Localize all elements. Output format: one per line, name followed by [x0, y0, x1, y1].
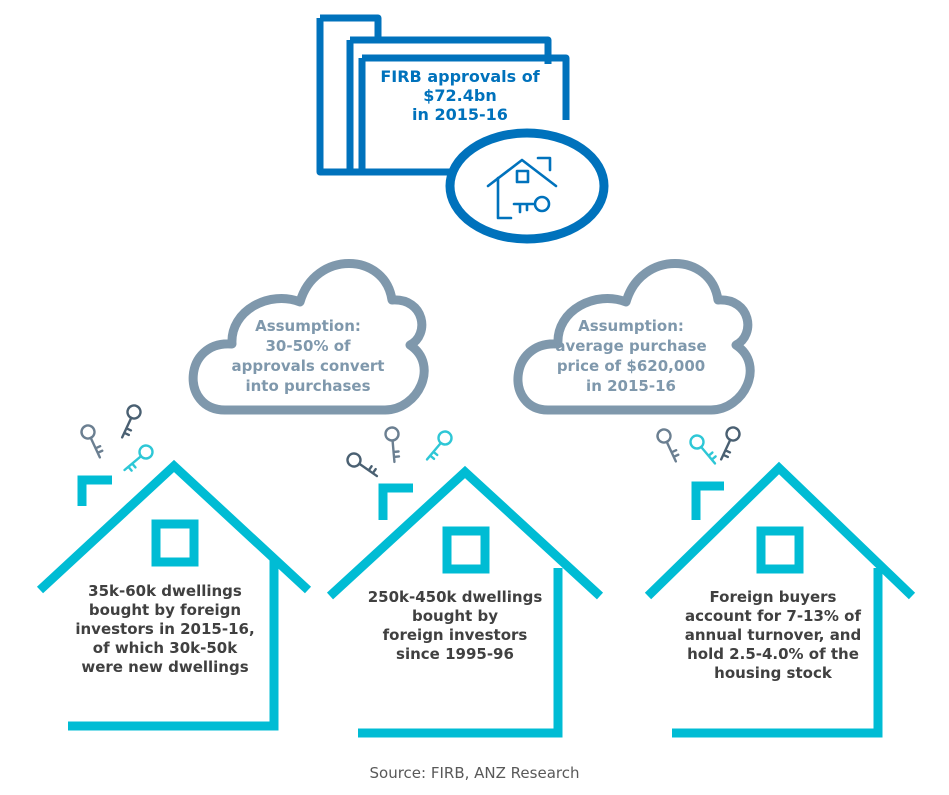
keys-middle	[343, 425, 456, 483]
house-right	[644, 461, 916, 738]
keys-right	[654, 424, 743, 469]
firb-line-1: FIRB approvals of	[380, 67, 540, 86]
house-left	[36, 459, 312, 731]
assumption-price-text: Assumption: average purchase price of $6…	[534, 316, 728, 396]
house-right-line-5: housing stock	[714, 664, 832, 682]
house-right-line-4: hold 2.5-4.0% of the	[687, 645, 859, 663]
house-left-line-5: were new dwellings	[81, 658, 249, 676]
key-icon	[115, 402, 144, 442]
cloud-left-line-4: into purchases	[245, 377, 371, 395]
cloud-right-line-3: price of $620,000	[556, 357, 706, 375]
key-icon	[420, 427, 456, 465]
key-icon	[119, 441, 157, 477]
house-right-line-3: annual turnover, and	[684, 626, 862, 644]
cloud-left-line-1: Assumption:	[255, 317, 361, 335]
assumption-conversion-text: Assumption: 30-50% of approvals convert …	[208, 316, 408, 396]
house-right-text: Foreign buyers account for 7-13% of annu…	[662, 588, 884, 683]
house-middle-line-3: foreign investors	[382, 626, 528, 644]
house-middle-line-4: since 1995-96	[396, 645, 514, 663]
cloud-right	[513, 259, 755, 415]
house-key-icon	[486, 156, 558, 220]
house-middle	[326, 465, 604, 738]
keys-left	[78, 402, 157, 477]
house-left-line-3: investors in 2015-16,	[75, 620, 255, 638]
cloud-right-line-4: in 2015-16	[586, 377, 676, 395]
house-middle-line-1: 250k-450k dwellings	[367, 588, 543, 606]
house-left-line-1: 35k-60k dwellings	[88, 582, 242, 600]
house-key-circle	[445, 128, 609, 244]
house-right-line-1: Foreign buyers	[709, 588, 837, 606]
firb-line-2: $72.4bn	[423, 86, 497, 105]
cloud-left-line-2: 30-50% of	[265, 337, 351, 355]
key-icon	[78, 422, 107, 462]
source-caption: Source: FIRB, ANZ Research	[369, 764, 580, 782]
cloud-left-line-3: approvals convert	[231, 357, 385, 375]
key-icon	[343, 449, 382, 483]
firb-line-3: in 2015-16	[412, 105, 508, 124]
cloud-right-line-1: Assumption:	[578, 317, 684, 335]
key-icon	[686, 431, 722, 469]
house-middle-text: 250k-450k dwellings bought by foreign in…	[350, 588, 560, 664]
firb-approvals-text: FIRB approvals of $72.4bn in 2015-16	[360, 67, 560, 124]
house-right-line-2: account for 7-13% of	[684, 607, 862, 625]
key-icon	[383, 425, 403, 464]
key-icon	[654, 426, 683, 466]
folder-graphic	[316, 14, 570, 176]
cloud-right-line-2: average purchase	[555, 337, 707, 355]
key-icon	[714, 424, 743, 464]
house-left-text: 35k-60k dwellings bought by foreign inve…	[60, 582, 270, 677]
house-middle-line-2: bought by	[411, 607, 499, 625]
house-left-line-2: bought by foreign	[88, 601, 242, 619]
house-left-line-4: of which 30k-50k	[92, 639, 238, 657]
cloud-left	[188, 259, 429, 415]
